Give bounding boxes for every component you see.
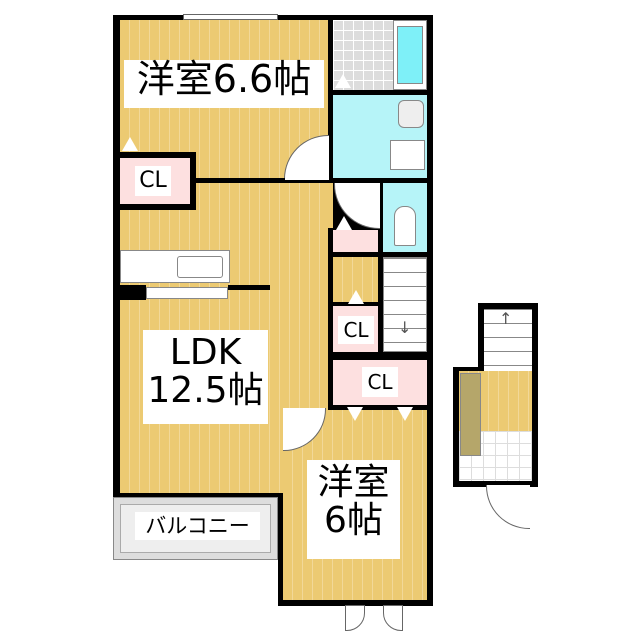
- room-name: LDK: [169, 332, 242, 373]
- door-marker: [336, 216, 352, 230]
- toilet-icon: [394, 206, 416, 246]
- entrance-staircase[interactable]: ↑: [484, 309, 532, 371]
- window-top: [183, 14, 278, 20]
- western-room-1-label: 洋室6.6帖: [124, 57, 324, 108]
- closet-2-label: CL: [338, 316, 374, 344]
- stair-up-arrow-icon: ↑: [499, 309, 513, 328]
- hallway: [328, 183, 333, 228]
- staircase[interactable]: ↓: [383, 257, 427, 352]
- door-marker: [348, 290, 364, 304]
- sink-icon: [177, 256, 223, 278]
- kitchen-partition: [228, 285, 270, 290]
- wall-room1-ldk: [195, 178, 285, 183]
- room-size: 6帖: [324, 499, 383, 541]
- door-marker: [335, 74, 351, 88]
- room-name: 洋室: [317, 462, 390, 503]
- room-size: 12.5帖: [147, 369, 264, 411]
- wash-basin-icon: [398, 100, 424, 128]
- kitchen-counter: [120, 250, 230, 283]
- door-marker: [347, 407, 363, 421]
- shoe-cabinet: [460, 373, 481, 456]
- window-door-bottom-right[interactable]: [383, 605, 403, 631]
- room-size: 6.6帖: [212, 57, 312, 101]
- entrance-door[interactable]: [486, 485, 530, 529]
- door-marker: [397, 407, 413, 421]
- room-name: 洋室: [136, 57, 213, 101]
- bathtub: [393, 20, 427, 90]
- closet-3-label: CL: [362, 367, 398, 397]
- door-marker: [122, 137, 138, 151]
- closet-1-label: CL: [135, 166, 171, 196]
- kitchen-wall-block: [120, 285, 146, 300]
- small-storage: [333, 230, 378, 252]
- stove-counter: [146, 287, 228, 299]
- washing-machine-space: [390, 140, 425, 170]
- window-door-bottom-left[interactable]: [345, 605, 365, 631]
- stair-down-arrow-icon: ↓: [398, 318, 412, 337]
- balcony-label: バルコニー: [135, 512, 260, 540]
